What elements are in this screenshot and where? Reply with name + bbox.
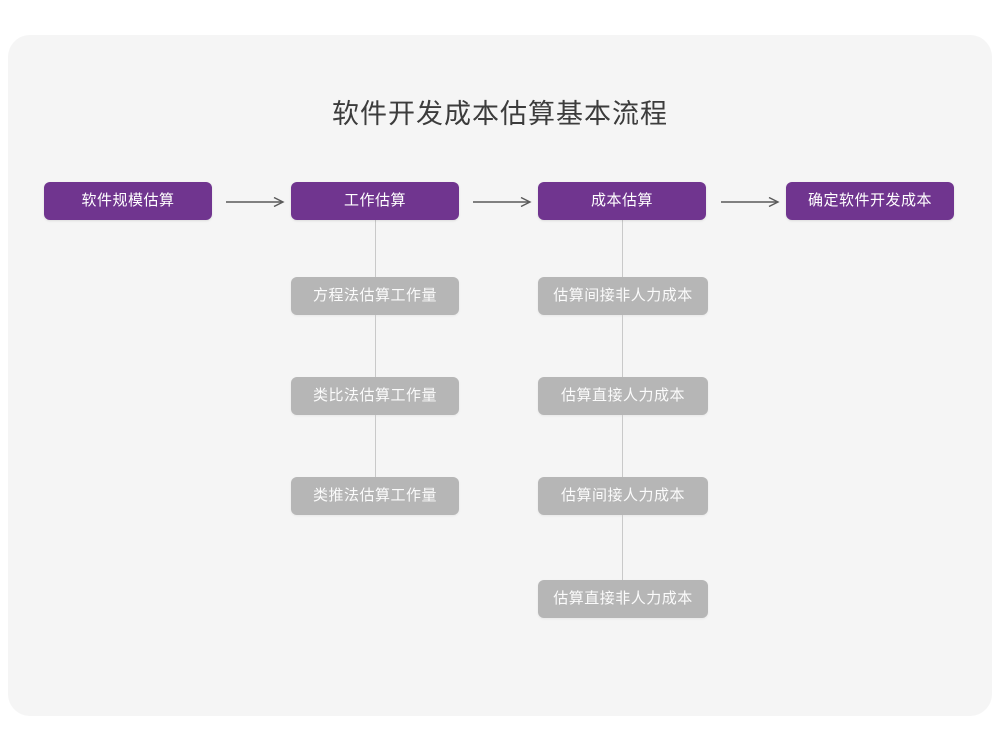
page-title: 软件开发成本估算基本流程: [332, 99, 668, 129]
substep-node-indirect-labor-cost[interactable]: 估算间接人力成本: [538, 477, 708, 515]
substep-node-direct-labor-cost[interactable]: 估算直接人力成本: [538, 377, 708, 415]
connector-stage2-sub3: [375, 415, 376, 477]
substep-node-analogical-method-workload[interactable]: 类推法估算工作量: [291, 477, 459, 515]
stage-node-cost-estimation[interactable]: 成本估算: [538, 182, 706, 220]
arrow-right-icon-1: [222, 182, 291, 220]
arrow-right-icon-3: [717, 182, 786, 220]
connector-stage3-sub3: [622, 415, 623, 477]
connector-stage2-sub1: [375, 219, 376, 277]
substep-node-analogy-method-workload[interactable]: 类比法估算工作量: [291, 377, 459, 415]
substep-node-indirect-nonlabor-cost[interactable]: 估算间接非人力成本: [538, 277, 708, 315]
stage-node-work-estimation[interactable]: 工作估算: [291, 182, 459, 220]
connector-stage3-sub4: [622, 515, 623, 580]
connector-stage3-sub1: [622, 219, 623, 277]
connector-stage3-sub2: [622, 315, 623, 377]
arrow-right-icon-2: [469, 182, 538, 220]
connector-stage2-sub2: [375, 315, 376, 377]
substep-node-direct-nonlabor-cost[interactable]: 估算直接非人力成本: [538, 580, 708, 618]
diagram-card: [8, 35, 992, 716]
stage-node-software-scale-estimation[interactable]: 软件规模估算: [44, 182, 212, 220]
substep-node-equation-method-workload[interactable]: 方程法估算工作量: [291, 277, 459, 315]
stage-node-determine-development-cost[interactable]: 确定软件开发成本: [786, 182, 954, 220]
